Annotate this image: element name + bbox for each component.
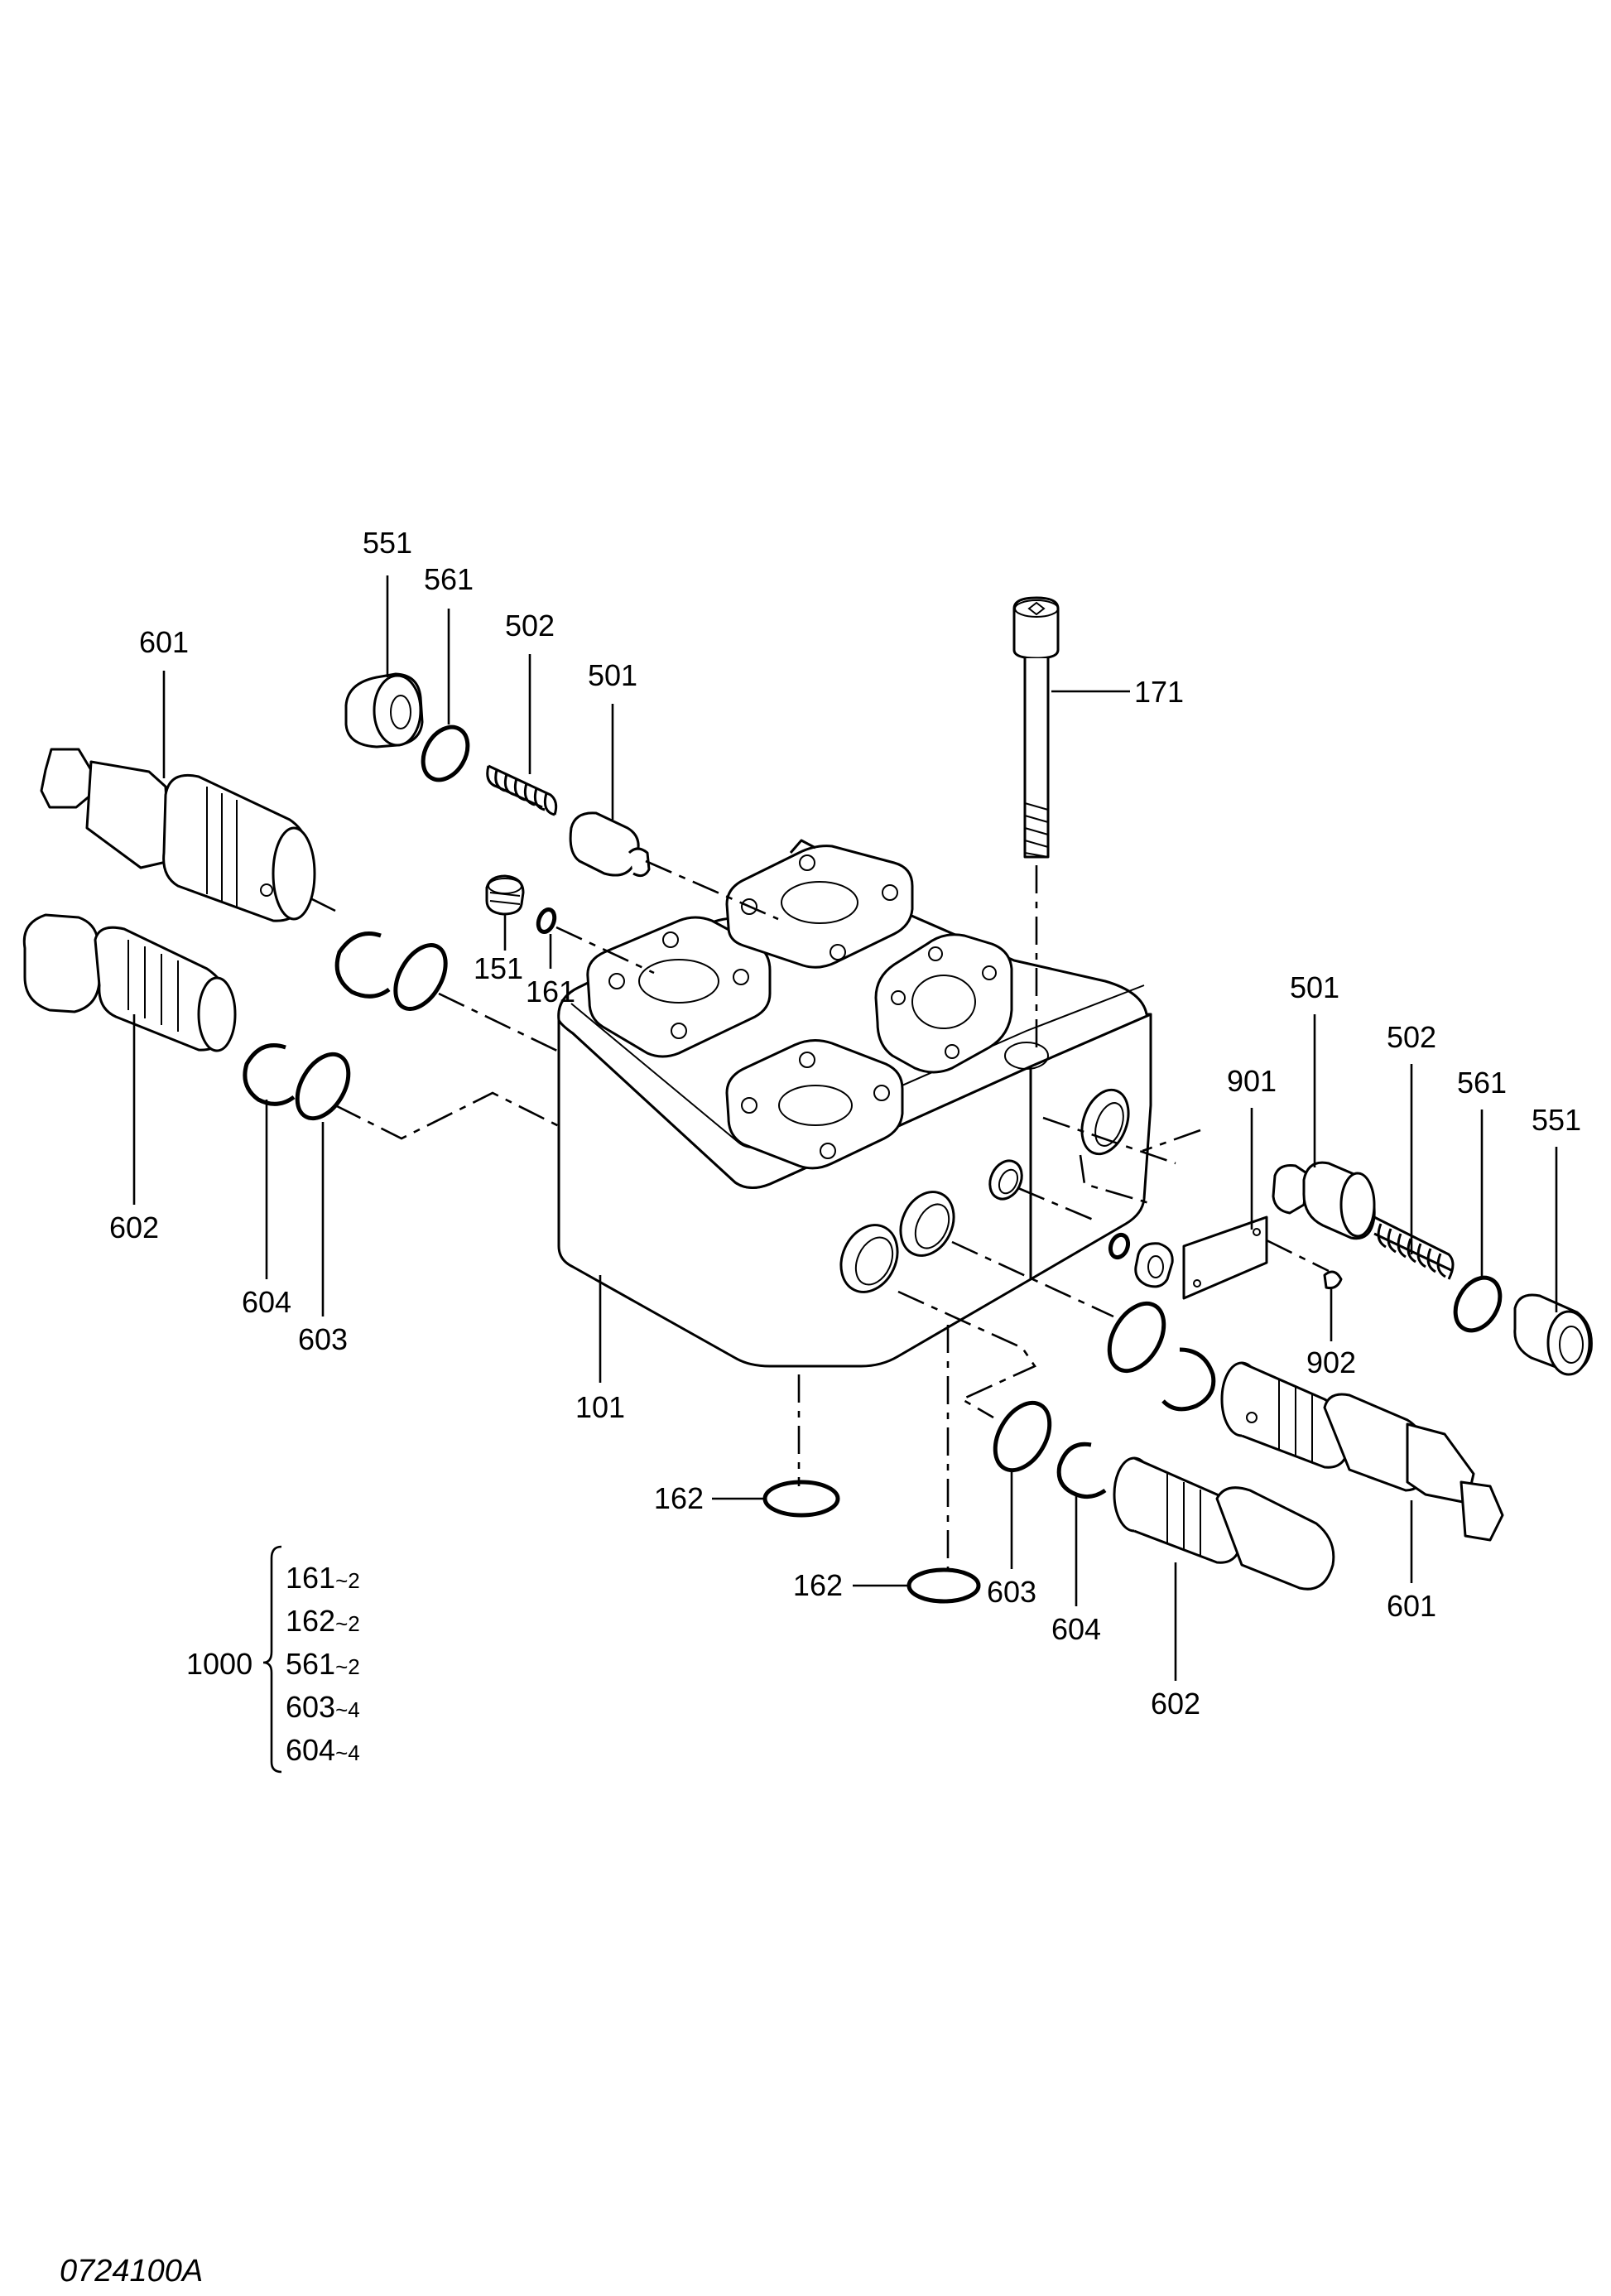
oring-561-left (421, 724, 470, 782)
snapring-604-right-upper (1161, 1347, 1216, 1412)
flange-back (725, 839, 914, 969)
callout-603-right: 603 (987, 1575, 1036, 1609)
callout-501-left: 501 (588, 658, 637, 692)
oring-603-right-upper (1107, 1301, 1166, 1374)
callout-602-right: 602 (1151, 1687, 1200, 1721)
callout-602-left: 602 (109, 1211, 159, 1244)
callout-502-left: 502 (505, 609, 555, 643)
snapring-604-left-lower (243, 1043, 296, 1106)
snapring-604-right-lower (1056, 1442, 1107, 1499)
spring-502-right (1373, 1215, 1455, 1280)
oring-161-right (1108, 1232, 1131, 1260)
kit-list: 1000 161~2 162~2 561~2 603~4 604~4 (186, 1545, 360, 1774)
poppet-501-left (569, 811, 779, 921)
callout-labels: 551 561 502 501 601 171 151 161 602 604 … (109, 526, 1581, 1721)
kit-row-3: 561~2 (286, 1647, 360, 1681)
callout-601-left: 601 (139, 625, 189, 659)
poppet-501-right (1272, 1161, 1376, 1240)
cartridge-602-left (22, 913, 237, 1052)
callout-151: 151 (474, 951, 523, 985)
callout-561-left: 561 (424, 562, 474, 596)
oring-603-left-lower (295, 1052, 351, 1121)
oring-603-left-upper (393, 943, 448, 1011)
oring-162-a (762, 1480, 840, 1518)
leader-lines (132, 575, 1558, 1681)
callout-603-left: 603 (298, 1322, 348, 1356)
callout-601-right: 601 (1387, 1589, 1436, 1623)
plug-right-small (1134, 1242, 1174, 1288)
flange-front (725, 1039, 904, 1170)
rivet-902 (1323, 1270, 1343, 1289)
flange-right (874, 933, 1049, 1074)
callout-502-right: 502 (1387, 1020, 1436, 1054)
oring-162-b (906, 1567, 981, 1604)
cartridge-601-left (40, 748, 336, 922)
callout-501-right: 501 (1290, 970, 1339, 1004)
callout-161: 161 (526, 975, 575, 1008)
oring-561-right (1453, 1275, 1503, 1333)
callout-551-right: 551 (1532, 1103, 1581, 1137)
bolt-171 (1012, 596, 1060, 1056)
callout-101: 101 (575, 1390, 625, 1424)
kit-row-4: 603~4 (286, 1690, 360, 1724)
cartridge-602-right (1113, 1456, 1335, 1591)
spring-502-left (486, 764, 558, 816)
snapring-604-left-upper (334, 931, 391, 999)
drawing-code: 0724100A (60, 2254, 203, 2289)
kit-row-1: 161~2 (286, 1561, 360, 1595)
oring-603-right-lower (993, 1400, 1052, 1473)
kit-row-5: 604~4 (286, 1733, 360, 1767)
plug-551-right (1513, 1293, 1593, 1376)
plug-151 (485, 874, 525, 916)
kit-brace (262, 1545, 282, 1774)
kit-row-2: 162~2 (286, 1604, 360, 1638)
oring-161-left (536, 907, 557, 935)
callout-551-left: 551 (363, 526, 412, 560)
flange-left (586, 916, 772, 1058)
callout-902: 902 (1306, 1345, 1356, 1379)
callout-171: 171 (1134, 675, 1184, 709)
callout-162-b: 162 (793, 1568, 843, 1602)
cartridge-601-right (1220, 1361, 1504, 1542)
callout-604-right: 604 (1051, 1612, 1101, 1646)
callout-162-a: 162 (654, 1481, 704, 1515)
callout-604-left: 604 (242, 1285, 291, 1319)
callout-901: 901 (1227, 1064, 1277, 1098)
kit-number: 1000 (186, 1647, 252, 1681)
nameplate-901 (1182, 1215, 1330, 1300)
callout-561-right: 561 (1457, 1066, 1507, 1100)
plug-551-left (344, 672, 424, 748)
